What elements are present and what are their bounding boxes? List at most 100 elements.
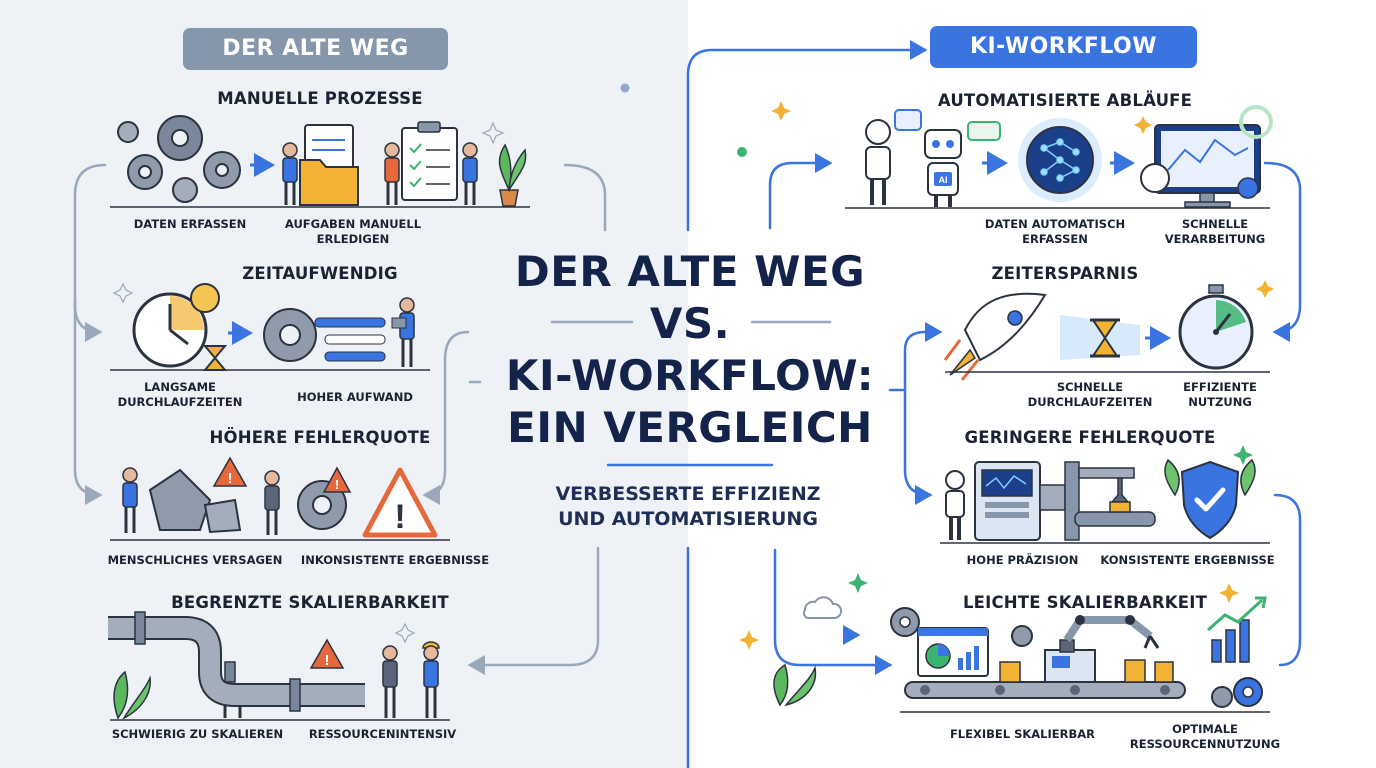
person-icon bbox=[264, 470, 280, 535]
main-title-line-3: KI-WORKFLOW: bbox=[505, 351, 875, 400]
left-connector-2 bbox=[73, 298, 103, 505]
right-caption-fast-throughput-line-2: DURCHLAUFZEITEN bbox=[1027, 395, 1153, 409]
plant-icon bbox=[498, 143, 527, 207]
gears-icon bbox=[117, 115, 241, 203]
subtitle: VERBESSERTE EFFIZIENZ UND AUTOMATISIERUN… bbox=[496, 482, 880, 532]
left-caption-slow-throughput: LANGSAME DURCHLAUFZEITEN bbox=[95, 380, 265, 410]
right-caption-efficient-use-line-2: NUTZUNG bbox=[1188, 395, 1252, 409]
main-title-line-1: DER ALTE WEG bbox=[514, 247, 866, 296]
subtitle-line-2: UND AUTOMATISIERUNG bbox=[558, 508, 818, 530]
right-caption-fast-throughput: SCHNELLE DURCHLAUFZEITEN bbox=[1015, 380, 1165, 410]
main-title-line-2: VS. bbox=[649, 299, 731, 348]
svg-text:!: ! bbox=[335, 477, 339, 492]
warning-large-icon: ! bbox=[362, 467, 438, 538]
clipboard-icon bbox=[401, 121, 458, 201]
right-caption-auto-data-line-2: ERFASSEN bbox=[1022, 232, 1088, 246]
main-title: DER ALTE WEG VS. KI-WORKFLOW: EIN VERGLE… bbox=[470, 246, 910, 454]
right-caption-fast-processing: SCHNELLE VERARBEITUNG bbox=[1150, 217, 1280, 247]
right-header-badge: KI-WORKFLOW bbox=[930, 26, 1197, 68]
broken-gear-icon bbox=[122, 467, 242, 534]
right-caption-optimal-resources-line-2: RESSOURCENNUTZUNG bbox=[1129, 737, 1281, 751]
left-caption-manual-tasks-line-1: AUFGABEN MANUELL bbox=[284, 217, 422, 231]
workers-icon bbox=[382, 641, 440, 718]
right-caption-fast-processing-line-1: SCHNELLE bbox=[1181, 217, 1249, 231]
rocket-icon bbox=[943, 292, 1047, 381]
left-caption-slow-throughput-line-2: DURCHLAUFZEITEN bbox=[117, 395, 243, 409]
dashboard-icon bbox=[917, 627, 989, 677]
right-caption-auto-data-line-1: DATEN AUTOMATISCH bbox=[984, 217, 1126, 231]
left-connector-3 bbox=[563, 163, 607, 232]
right-connector-6 bbox=[773, 548, 893, 675]
right-connector-top bbox=[686, 40, 928, 232]
left-caption-data-entry: DATEN ERFASSEN bbox=[133, 217, 247, 231]
right-connector-5 bbox=[1273, 493, 1302, 667]
left-caption-hard-to-scale: SCHWIERIG ZU SKALIEREN bbox=[111, 727, 284, 741]
left-caption-resource-intensive: RESSOURCENINTENSIV bbox=[308, 727, 457, 741]
ai-chip-label: AI bbox=[939, 175, 948, 185]
left-caption-human-error: MENSCHLICHES VERSAGEN bbox=[107, 553, 283, 567]
warning-icon: ! bbox=[309, 638, 345, 669]
svg-text:!: ! bbox=[394, 498, 405, 536]
right-section-title-fewer-errors: GERINGERE FEHLERQUOTE bbox=[964, 428, 1216, 447]
right-caption-fast-throughput-line-1: SCHNELLE bbox=[1056, 380, 1124, 394]
right-caption-consistent-results: KONSISTENTE ERGEBNISSE bbox=[1100, 553, 1275, 567]
left-caption-slow-throughput-line-1: LANGSAME bbox=[144, 380, 216, 394]
right-connector-3 bbox=[888, 322, 943, 392]
left-section-title-scalability: BEGRENZTE SKALIERBARKEIT bbox=[171, 593, 449, 612]
left-caption-manual-tasks: AUFGABEN MANUELL ERLEDIGEN bbox=[268, 217, 438, 247]
right-section-title-automation: AUTOMATISIERTE ABLÄUFE bbox=[937, 91, 1193, 110]
svg-text:!: ! bbox=[228, 470, 233, 487]
person-icon bbox=[384, 142, 478, 205]
left-section-title-time: ZEITAUFWENDIG bbox=[242, 264, 398, 283]
right-section-title-easy-scaling: LEICHTE SKALIERBARKEIT bbox=[962, 593, 1208, 612]
folder-icon bbox=[299, 124, 359, 206]
left-section-title-errors: HÖHERE FEHLERQUOTE bbox=[209, 428, 431, 447]
right-caption-optimal-resources-line-1: OPTIMALE bbox=[1172, 722, 1238, 736]
sparkle-icons bbox=[112, 83, 1274, 650]
warning-icon: ! bbox=[212, 456, 248, 487]
right-connector-4 bbox=[903, 388, 933, 505]
gear-icon bbox=[1211, 677, 1263, 708]
neural-network-icon bbox=[1018, 118, 1102, 202]
left-connector-6 bbox=[467, 546, 600, 675]
robot-operator-icon bbox=[945, 470, 965, 540]
speed-trail-icon bbox=[1060, 315, 1140, 360]
left-caption-high-effort: HOHER AUFWAND bbox=[297, 390, 413, 404]
gear-warning-icon: ! bbox=[297, 466, 352, 530]
person-icon bbox=[282, 142, 298, 205]
person-laptop-icon bbox=[391, 297, 415, 367]
stopwatch-icon bbox=[1178, 284, 1254, 370]
right-caption-high-precision: HOHE PRÄZISION bbox=[966, 553, 1079, 567]
right-section-title-time-savings: ZEITERSPARNIS bbox=[991, 264, 1139, 283]
right-caption-efficient-use-line-1: EFFIZIENTE bbox=[1183, 380, 1257, 394]
cloud-icon bbox=[802, 596, 843, 619]
gear-outline-icon bbox=[1239, 105, 1273, 139]
hourglass-icon bbox=[202, 345, 228, 371]
subtitle-line-1: VERBESSERTE EFFIZIENZ bbox=[555, 483, 821, 505]
left-section-title-manual: MANUELLE PROZESSE bbox=[217, 89, 423, 108]
robot-arm-icon bbox=[1059, 615, 1160, 653]
svg-text:!: ! bbox=[325, 652, 330, 669]
right-caption-fast-processing-line-2: VERARBEITUNG bbox=[1164, 232, 1266, 246]
gear-progress-icon bbox=[263, 308, 386, 362]
right-caption-efficient-use: EFFIZIENTE NUTZUNG bbox=[1165, 380, 1275, 410]
plant-icon bbox=[113, 670, 151, 720]
right-connector-1 bbox=[768, 153, 833, 230]
right-connector-2 bbox=[1263, 161, 1302, 342]
pipes-icon bbox=[108, 611, 365, 718]
left-connector-4 bbox=[422, 330, 470, 505]
right-caption-auto-data: DATEN AUTOMATISCH ERFASSEN bbox=[970, 217, 1140, 247]
left-header-badge: DER ALTE WEG bbox=[183, 28, 448, 70]
right-caption-optimal-resources: OPTIMALE RESSOURCENNUTZUNG bbox=[1120, 722, 1290, 752]
left-connector-1 bbox=[73, 163, 107, 342]
right-caption-flexible-scaling: FLEXIBEL SKALIERBAR bbox=[949, 727, 1096, 741]
conveyor-icon bbox=[904, 649, 1186, 699]
left-caption-manual-tasks-line-2: ERLEDIGEN bbox=[316, 232, 390, 246]
left-caption-inconsistent-results: INKONSISTENTE ERGEBNISSE bbox=[300, 553, 490, 567]
main-title-line-4: EIN VERGLEICH bbox=[507, 403, 873, 452]
monitor-icon bbox=[1140, 124, 1261, 208]
clock-icon bbox=[132, 283, 220, 368]
plant-icon bbox=[773, 663, 817, 707]
